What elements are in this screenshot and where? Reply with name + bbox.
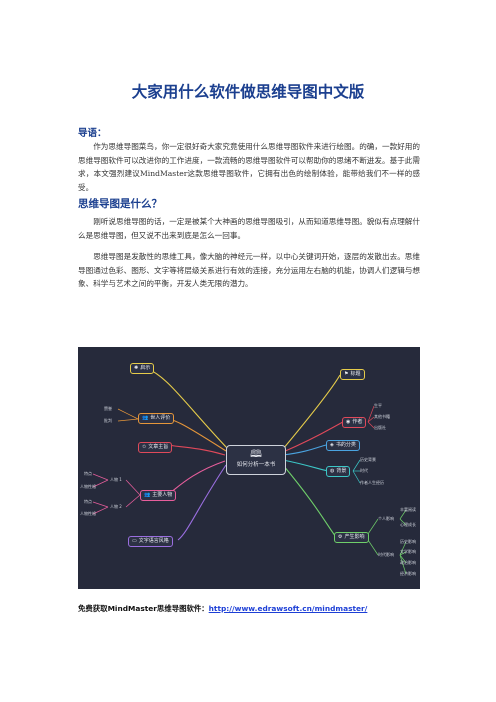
mindmap-leaf: 特点 <box>84 499 92 504</box>
mindmap-leaf: 时代 <box>360 468 368 473</box>
mindmap-leaf: 个人影响 <box>378 516 394 521</box>
globe-icon: ◍ <box>330 468 335 474</box>
user-icon: ◉ <box>346 419 351 425</box>
intro-paragraph: 作为思维导图菜鸟，你一定很好奇大家究竟使用什么思维导图软件来进行绘图。的确，一款… <box>78 142 420 192</box>
mindmap-connectors <box>92 368 407 575</box>
mindmap-branch-fenlei: ◈书的分类 <box>326 440 360 451</box>
mindmap-leaf: 人物性格 <box>80 484 96 489</box>
star-icon: ✩ <box>142 444 147 450</box>
connector-zhuzhi <box>167 444 226 456</box>
mindmap-leaf: 时代影响 <box>378 552 394 557</box>
mindmap-branch-zhuzhi: ✩文章主旨 <box>138 442 173 453</box>
mindmap-branch-yingxiang: ⚙产生影响 <box>334 532 369 543</box>
connector-renwu <box>169 460 226 494</box>
mindmap-branch-label: 背景 <box>336 468 347 474</box>
mindmap-leaf: 批判 <box>104 418 112 423</box>
footer-download-line: 免费获取MindMaster思维导图软件：http://www.edrawsof… <box>78 603 367 614</box>
mindmap-branch-zuozhe: ◉作者 <box>342 417 367 428</box>
mindmap-leaf: 出版社 <box>374 425 386 430</box>
mindmap-branch-label: 文章主旨 <box>148 444 169 450</box>
book-icon: 🕮 <box>250 449 262 460</box>
mindmap-branch-label: 产生影响 <box>344 534 365 540</box>
mindmap-leaf: 其他书籍 <box>374 414 390 419</box>
mindmap-branch-beijing: ◍背景 <box>326 466 351 477</box>
document-icon: ▭ <box>132 538 137 544</box>
mindmap-leaf: 人物 1 <box>110 477 122 482</box>
mindmap-branch-biaoti: ⚑标题 <box>340 369 365 380</box>
connector-yuyan <box>177 464 227 541</box>
tag-icon: ◈ <box>330 442 334 448</box>
mindmap-branch-qishi: ✺启示 <box>130 363 155 374</box>
footer-label: 免费获取MindMaster思维导图软件： <box>78 604 209 613</box>
mindmap-leaf: 人物性格 <box>80 511 96 516</box>
mindmap-leaf: 经济影响 <box>400 571 416 576</box>
lightbulb-icon: ✺ <box>134 365 139 371</box>
mindmap-central-topic: 🕮 如何分析一本书 <box>226 445 286 475</box>
mindmap-leaf: 心理成长 <box>400 522 416 527</box>
mindmap-branch-label: 标题 <box>350 371 361 377</box>
mindmap-leaf: 生平 <box>374 403 382 408</box>
mindmap-branch-label: 世人评价 <box>150 415 171 421</box>
flag-icon: ⚑ <box>344 371 349 377</box>
connector-yingxiang <box>282 464 337 538</box>
section-paragraph-1: 刚听说思维导图的话，一定是被某个大神画的思维导图吸引，从而知道思维导图。貌似有点… <box>78 217 420 240</box>
connector-biaoti <box>282 374 341 450</box>
mindmap-leaf: 特点 <box>84 471 92 476</box>
mindmap-branch-label: 主要人物 <box>152 492 173 498</box>
mindmap-leaf: 历史影响 <box>400 539 416 544</box>
mindmap-branch-label: 文字语言风格 <box>138 538 169 544</box>
mindmap-branch-yuyan: ▭文字语言风格 <box>128 536 173 547</box>
mindmap-leaf: 历史背景 <box>360 457 376 462</box>
mindmap-leaf: 丰富阅读 <box>400 507 416 512</box>
connector-fenlei <box>282 444 327 456</box>
connector-zuozhe <box>282 421 344 453</box>
mindmap-branch-label: 书的分类 <box>335 442 356 448</box>
download-link[interactable]: http://www.edrawsoft.cn/mindmaster/ <box>208 604 368 613</box>
mindmap-central-label: 如何分析一本书 <box>236 462 276 468</box>
mindmap-leaf: 人物 2 <box>110 504 122 509</box>
mindmap-image: 🕮 如何分析一本书 ✺启示 👥世人评价 ✩文章主旨 👥主要人物 ▭文字语言风格 … <box>78 347 420 589</box>
mindmap-branch-renwu: 👥主要人物 <box>140 490 177 501</box>
people-icon: 👥 <box>142 415 149 421</box>
mindmap-leaf: 赞誉 <box>104 406 112 411</box>
mindmap-leaf: 政治影响 <box>400 560 416 565</box>
mindmap-leaf: 作者人生经历 <box>360 480 384 485</box>
people-icon: 👥 <box>144 492 151 498</box>
intro-heading: 导语： <box>78 128 107 139</box>
connector-qishi <box>147 368 229 450</box>
document-title: 大家用什么软件做思维导图中文版 <box>131 83 365 101</box>
section-paragraph-2: 思维导图是发散性的思维工具，像大脑的神经元一样，以中心关键词开始，逐层的发散出去… <box>78 252 420 288</box>
mindmap-branch-pingjia: 👥世人评价 <box>138 413 175 424</box>
mindmap-branch-label: 作者 <box>352 419 363 425</box>
section-heading: 思维导图是什么？ <box>78 198 162 210</box>
gear-icon: ⚙ <box>338 534 343 540</box>
connector-beijing <box>282 459 329 472</box>
mindmap-leaf: 文学影响 <box>400 549 416 554</box>
mindmap-branch-label: 启示 <box>140 365 151 371</box>
